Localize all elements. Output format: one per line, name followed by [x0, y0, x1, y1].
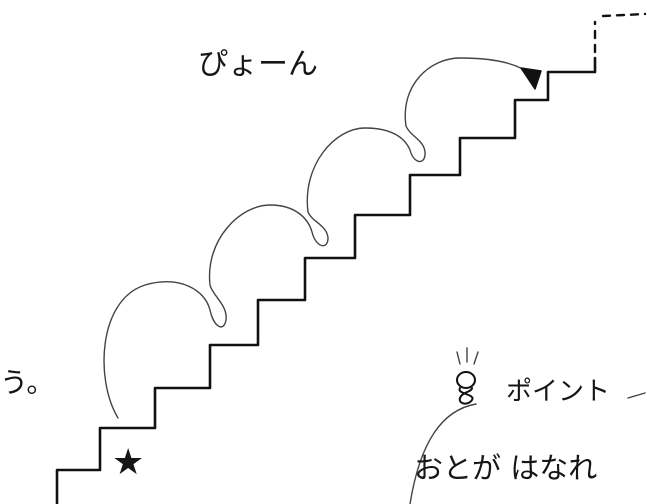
- lightbulb-icon: [456, 347, 479, 405]
- left-text-fragment: う。: [0, 366, 54, 399]
- staircase-outline: [55, 56, 597, 504]
- staircase-continuation: [593, 12, 647, 54]
- jump-sound-label: ぴょーん: [198, 47, 318, 82]
- point-title-dash: [627, 392, 646, 399]
- point-bubble-outline: [409, 403, 477, 504]
- point-body-text: おとが はなれ: [414, 451, 597, 485]
- jump-trajectory: [103, 57, 531, 419]
- arrowhead-icon: [520, 67, 542, 90]
- star-icon: ★: [112, 442, 144, 483]
- point-title: ポイント: [506, 377, 610, 407]
